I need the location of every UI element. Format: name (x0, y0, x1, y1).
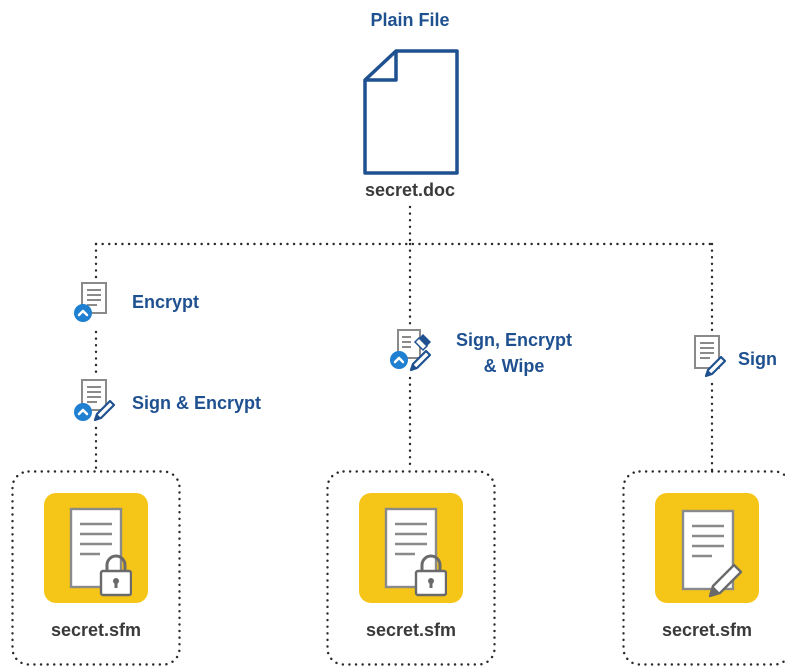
sign-encrypt-label: Sign & Encrypt (132, 393, 261, 414)
encrypt-operation-icon (73, 281, 113, 332)
output-file-name: secret.sfm (326, 620, 496, 641)
output-file-encrypted-2: secret.sfm (326, 470, 496, 666)
output-file-name: secret.sfm (11, 620, 181, 641)
sign-encrypt-operation-icon (73, 378, 119, 431)
sign-operation-icon (692, 334, 732, 385)
document-icon (362, 48, 460, 181)
plain-file-heading: Plain File (330, 10, 490, 31)
sign-label: Sign (738, 349, 777, 370)
locked-document-icon (68, 506, 132, 603)
sign-encrypt-wipe-label-line1: Sign, Encrypt (438, 330, 590, 351)
locked-document-icon (383, 506, 447, 603)
sign-encrypt-wipe-operation-icon (389, 328, 439, 381)
output-file-encrypted-1: secret.sfm (11, 470, 181, 666)
source-file-name: secret.doc (330, 180, 490, 201)
output-file-signed: secret.sfm (622, 470, 785, 666)
signed-document-icon (680, 508, 744, 605)
encrypt-label: Encrypt (132, 292, 199, 313)
sign-encrypt-wipe-label-line2: & Wipe (438, 356, 590, 377)
output-file-name: secret.sfm (622, 620, 785, 641)
